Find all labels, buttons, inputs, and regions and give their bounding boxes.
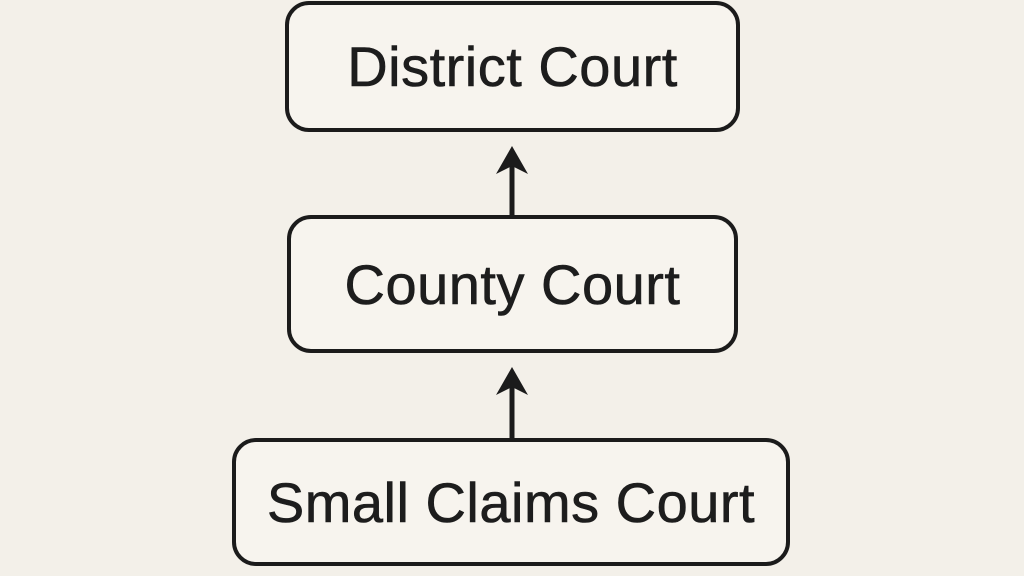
county-court-label: County Court — [344, 252, 681, 316]
district-court-label: District Court — [347, 35, 678, 99]
up-arrow-icon — [495, 145, 529, 216]
up-arrow-icon — [495, 366, 529, 438]
small-claims-court-label: Small Claims Court — [266, 470, 756, 534]
node-county-court: County Court — [287, 215, 738, 353]
node-district-court: District Court — [285, 1, 740, 132]
node-small-claims-court: Small Claims Court — [232, 438, 790, 566]
